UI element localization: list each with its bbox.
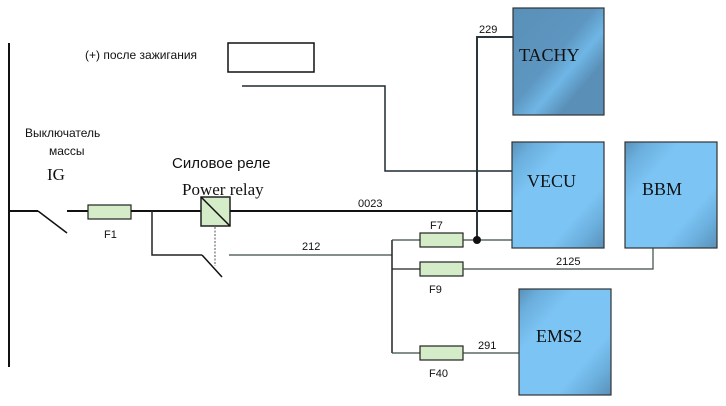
ground-switch-label-2: массы — [49, 144, 85, 158]
fuse-f7-label: F7 — [430, 220, 443, 232]
module-tachy-label: TACHY — [519, 45, 580, 65]
wire-229 — [476, 36, 513, 240]
wire-0023-label: 0023 — [358, 198, 382, 210]
fuse-f40-label: F40 — [429, 368, 448, 380]
fuse-f7 — [419, 232, 464, 248]
ignition-wire — [242, 85, 513, 172]
module-bbm: BBM — [624, 141, 718, 249]
module-vecu: VECU — [511, 141, 605, 249]
fuse-f9 — [419, 261, 464, 277]
wire-212-label: 212 — [302, 241, 320, 253]
fuse-f1 — [87, 204, 132, 220]
power-relay-label-en: Power relay — [182, 180, 264, 199]
module-ems2-label: EMS2 — [536, 326, 582, 346]
module-bbm-label: BBM — [642, 179, 682, 199]
power-relay-label-ru: Силовое реле — [172, 155, 270, 172]
relay-coil-diagonal — [200, 196, 231, 227]
wire-291-label: 291 — [478, 340, 496, 352]
module-ems2: EMS2 — [518, 288, 612, 396]
wire-229-label: 229 — [479, 24, 497, 36]
relay-contact-branch — [151, 211, 202, 256]
junction-dot — [473, 236, 481, 244]
ig-label: IG — [47, 165, 65, 184]
ignition-terminal-box — [227, 42, 315, 73]
ground-switch-label-1: Выключатель — [25, 126, 100, 140]
fuse-f9-label: F9 — [429, 284, 442, 296]
fuse-f40 — [419, 345, 464, 361]
module-vecu-label: VECU — [527, 171, 576, 191]
ground-switch-blade — [37, 210, 68, 234]
ignition-plus-label: (+) после зажигания — [85, 48, 197, 62]
module-tachy: TACHY — [512, 7, 605, 116]
wire-2125-label: 2125 — [556, 256, 580, 268]
relay-contact-blade — [201, 254, 223, 278]
fuse-f1-label: F1 — [104, 229, 117, 241]
wire-2125 — [463, 248, 654, 270]
